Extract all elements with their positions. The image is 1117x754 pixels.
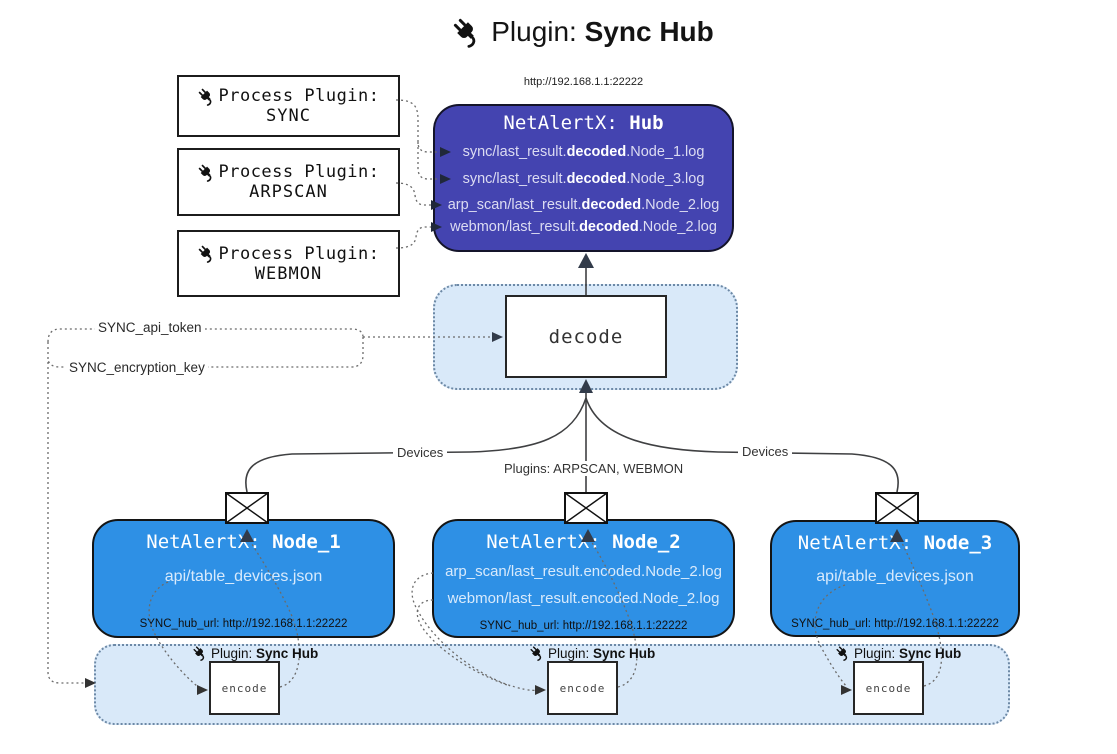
encoder-3-label: Plugin: Sync Hub <box>835 645 961 661</box>
encode-box: encode <box>209 661 280 715</box>
node-2-file: arp_scan/last_result.encoded.Node_2.log <box>445 563 722 580</box>
process-plugin-box-webmon: Process Plugin: WEBMON <box>177 230 400 297</box>
plugins-mid-label: Plugins: ARPSCAN, WEBMON <box>500 461 688 476</box>
envelope-icon <box>875 492 919 524</box>
process-plugin-name: WEBMON <box>254 263 323 284</box>
hub-log-line: webmon/last_result.decoded.Node_2.log <box>450 219 717 235</box>
process-plugin-name: SYNC <box>266 106 311 126</box>
encode-box: encode <box>547 661 618 715</box>
hub-box <box>433 104 734 252</box>
node-2-title: NetAlertX: Node_2 <box>486 531 681 553</box>
plug-icon <box>193 646 205 661</box>
node-2-hub-url: SYNC_hub_url: http://192.168.1.1:22222 <box>479 620 688 632</box>
encoder-1-label: Plugin: Sync Hub <box>192 645 318 661</box>
envelope-icon <box>564 492 608 524</box>
node-3-title: NetAlertX: Node_3 <box>797 532 993 554</box>
sync-api-token-label: SYNC_api_token <box>95 320 205 335</box>
hub-title: NetAlertX: Hub <box>503 112 664 134</box>
process-plugin-box-sync: Process Plugin: SYNC <box>177 75 400 137</box>
process-plugin-name: ARPSCAN <box>249 182 328 202</box>
hub-log-line: arp_scan/last_result.decoded.Node_2.log <box>447 197 720 213</box>
process-plugin-label: Process Plugin: <box>218 162 380 182</box>
envelope-icon <box>225 492 269 524</box>
decode-box: decode <box>505 295 667 378</box>
hub-url: http://192.168.1.1:22222 <box>523 76 644 88</box>
encode-box: encode <box>853 661 924 715</box>
sync-encryption-key-label: SYNC_encryption_key <box>66 360 208 375</box>
plug-icon <box>454 18 476 48</box>
node-3-file: api/table_devices.json <box>816 568 974 585</box>
plug-icon <box>199 88 212 106</box>
plug-icon <box>199 164 212 182</box>
devices-right-label: Devices <box>738 444 793 459</box>
page-title: Plugin: Sync Hub <box>24 16 1117 48</box>
node-2-file: webmon/last_result.encoded.Node_2.log <box>447 590 720 607</box>
plug-icon <box>836 646 848 661</box>
node-1-file: api/table_devices.json <box>164 568 323 585</box>
plug-icon <box>530 646 542 661</box>
process-plugin-box-arpscan: Process Plugin: ARPSCAN <box>177 148 400 216</box>
encoder-2-label: Plugin: Sync Hub <box>529 645 655 661</box>
process-plugin-label: Process Plugin: <box>218 86 380 106</box>
hub-log-line: sync/last_result.decoded.Node_1.log <box>462 144 705 160</box>
node-3-hub-url: SYNC_hub_url: http://192.168.1.1:22222 <box>791 618 999 630</box>
node-1-title: NetAlertX: Node_1 <box>146 531 341 553</box>
hub-log-line: sync/last_result.decoded.Node_3.log <box>462 171 705 187</box>
node-1-hub-url: SYNC_hub_url: http://192.168.1.1:22222 <box>139 618 348 630</box>
plug-icon <box>199 245 212 263</box>
title-text: Plugin: Sync Hub <box>491 16 714 47</box>
devices-left-label: Devices <box>393 445 448 460</box>
process-plugin-label: Process Plugin: <box>218 243 380 264</box>
